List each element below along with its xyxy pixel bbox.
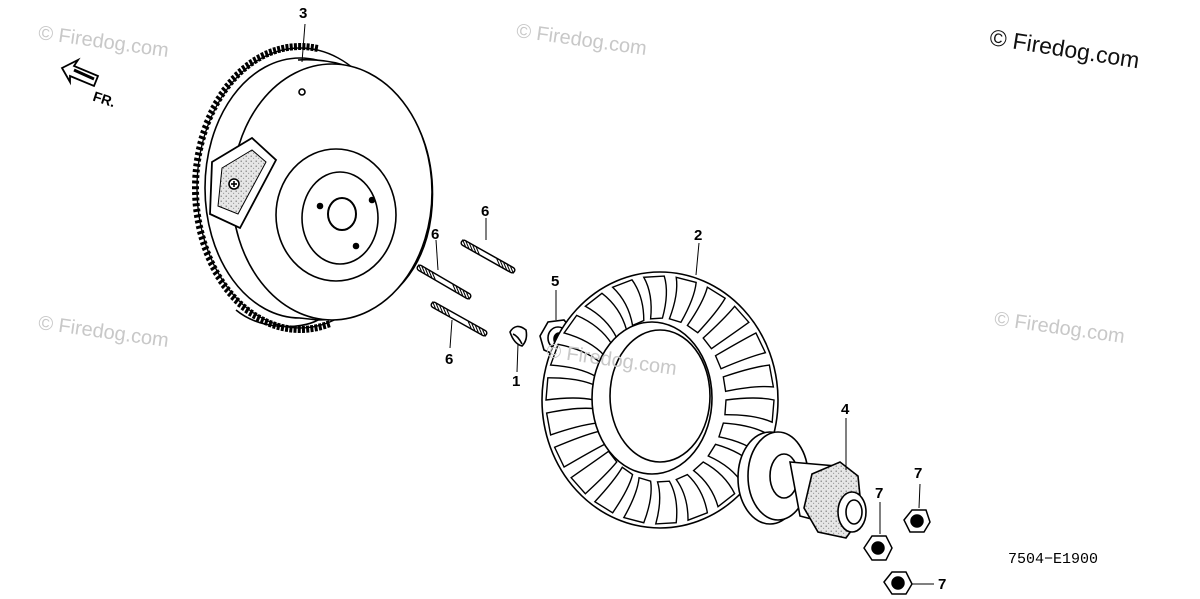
callout-7b: 7 — [914, 465, 923, 482]
callout-1: 1 — [512, 373, 521, 390]
flange-nuts-7 — [863, 509, 931, 595]
callout-4: 4 — [841, 401, 850, 418]
callout-3: 3 — [299, 5, 308, 22]
flange-nut-7b — [903, 509, 931, 533]
callout-2: 2 — [694, 227, 703, 244]
starter-pulley — [737, 431, 867, 539]
callout-6c: 6 — [445, 351, 454, 368]
stud-bolt — [430, 301, 488, 337]
stud-bolt — [416, 264, 472, 300]
stud-bolts — [416, 239, 516, 337]
stud-bolt — [460, 239, 516, 274]
front-direction-arrow — [60, 57, 100, 88]
callout-6b: 6 — [431, 226, 440, 243]
fan-blades — [545, 275, 775, 525]
woodruff-key — [509, 325, 528, 347]
callout-7c: 7 — [938, 576, 947, 593]
flange-nut-7a — [863, 535, 893, 561]
flywheel — [191, 42, 434, 334]
flange-nut-7c — [883, 571, 913, 595]
cooling-fan — [541, 271, 779, 529]
drawing-code: 7504−E1900 — [1008, 551, 1099, 568]
callout-6a: 6 — [481, 203, 490, 220]
leader-lines — [301, 23, 934, 585]
callout-5: 5 — [551, 273, 560, 290]
callout-7a: 7 — [875, 485, 884, 502]
